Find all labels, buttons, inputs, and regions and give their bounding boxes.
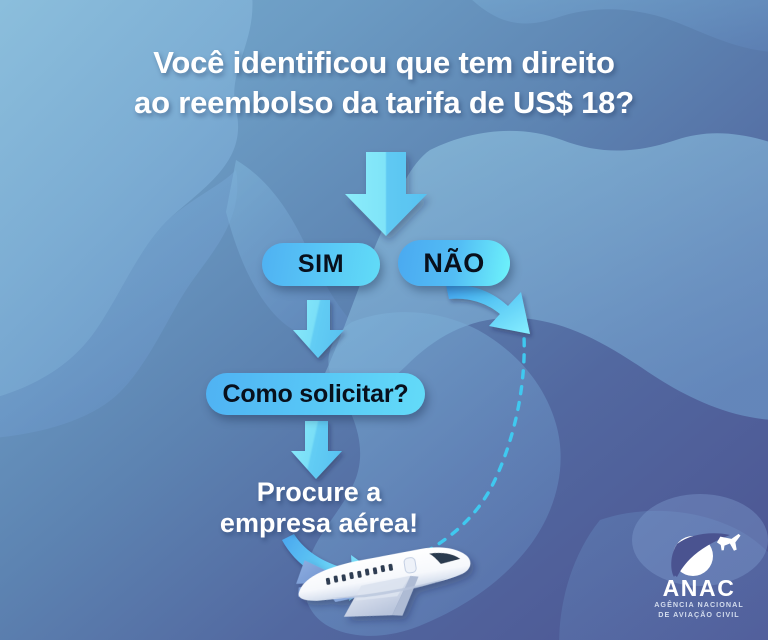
plane-cabin-windows: [325, 563, 394, 585]
option-no-button[interactable]: NÃO: [398, 240, 510, 286]
cta-line-2: empresa aérea!: [219, 508, 419, 539]
option-no-label: NÃO: [423, 247, 485, 278]
map-shape-northeast: [472, 0, 768, 52]
globe-swoosh-icon: [671, 533, 741, 577]
call-to-action-text: Procure a empresa aérea!: [186, 477, 452, 540]
anac-subtitle-line-2: DE AVIAÇÃO CIVIL: [658, 609, 740, 619]
curved-arrow-down-right-icon: [446, 284, 530, 334]
arrow-down-main-icon: [345, 152, 427, 236]
cta-line-1: Procure a: [256, 477, 382, 507]
step-question-badge[interactable]: Como solicitar?: [206, 373, 425, 415]
poster-title: Você identificou que tem direito ao reem…: [0, 44, 768, 123]
option-yes-button[interactable]: SIM: [262, 243, 380, 286]
title-line-2-bold: reembolso da tarifa de US$ 18: [178, 85, 616, 121]
arrow-down-yes-icon: [293, 300, 344, 358]
plane-cockpit-window: [429, 552, 461, 564]
map-shape-northwest: [0, 0, 253, 397]
plane-fuselage: [298, 547, 471, 601]
anac-subtitle-line-1: AGÊNCIA NACIONAL: [654, 600, 744, 609]
step-question-label: Como solicitar?: [222, 379, 409, 408]
anac-logo: ANAC AGÊNCIA NACIONAL DE AVIAÇÃO CIVIL: [640, 530, 758, 619]
anac-subtitle: AGÊNCIA NACIONAL DE AVIAÇÃO CIVIL: [640, 600, 758, 619]
map-shape-southeast: [559, 510, 768, 640]
title-line-1: Você identificou que tem direito: [153, 45, 615, 80]
plane-winglet: [392, 575, 419, 616]
anac-wordmark: ANAC: [662, 575, 736, 601]
plane-door: [403, 557, 417, 574]
plane-belly-shadow: [316, 578, 448, 599]
map-shape-northwest-tail: [0, 170, 238, 438]
small-plane-icon: [716, 533, 741, 551]
title-line-2-prefix: ao: [134, 85, 179, 121]
title-line-2: ao reembolso da tarifa de US$ 18?: [0, 84, 768, 122]
map-shape-east-continent: [320, 130, 768, 420]
arrow-down-question-icon: [291, 421, 342, 479]
option-yes-label: SIM: [297, 250, 345, 278]
title-line-2-suffix: ?: [615, 85, 634, 121]
